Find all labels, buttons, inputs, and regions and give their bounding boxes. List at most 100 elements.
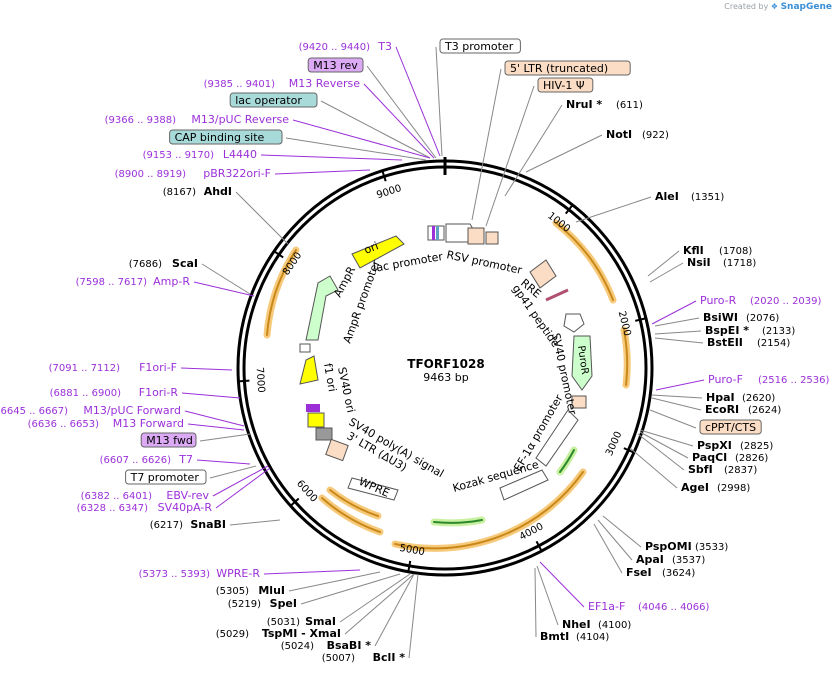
label-right-ef1a-f-name[interactable]: EF1a-F [588, 600, 625, 613]
label-left-scai-name[interactable]: ScaI [172, 257, 198, 270]
label-right-ecori-name[interactable]: EcoRI [705, 403, 739, 416]
label-right-pspxi-pos: (2825) [740, 441, 773, 452]
label-left-l4440-pos: (9153 .. 9170) [143, 150, 215, 161]
label-right-sbfi-name[interactable]: SbfI [688, 463, 713, 476]
plasmid-size: 9463 bp [423, 371, 468, 384]
cap-stack-top [436, 226, 439, 240]
label-left-bcli-name[interactable]: BclI * [373, 651, 406, 664]
label-right-5-ltr-truncated-box[interactable] [504, 60, 631, 76]
label-right-alei-pos: (1351) [691, 192, 724, 203]
label-right-alei-name[interactable]: AleI [655, 190, 679, 203]
label-left-tspmi-xmai-name[interactable]: TspMI - XmaI [262, 627, 341, 640]
label-right-cppt-cts[interactable]: cPPT/CTS [705, 421, 756, 434]
label-left-lac-operator[interactable]: lac operator [235, 94, 302, 107]
label-left-m13-forward-name[interactable]: M13 Forward [113, 417, 184, 430]
label-left-mlui-name[interactable]: MluI [258, 584, 285, 597]
label-left-m13-fwd-box[interactable] [140, 432, 197, 448]
label-right-puro-r-name[interactable]: Puro-R [700, 294, 737, 307]
label-left-cap-binding-site-leader [285, 137, 427, 161]
label-left-scai-pos: (7686) [129, 259, 162, 270]
label-right-nrui-name[interactable]: NruI * [566, 98, 602, 111]
label-right-nsii-pos: (1718) [723, 258, 756, 269]
label-right-puro-f-name[interactable]: Puro-F [708, 373, 743, 386]
tick-mark-7000 [238, 379, 250, 383]
label-left-t7-leader [196, 459, 251, 465]
label-right-nsii-name[interactable]: NsiI [687, 256, 711, 269]
cppt-feature [571, 395, 587, 409]
label-right-pspomi-leader [602, 515, 642, 548]
label-right-agei-name[interactable]: AgeI [681, 481, 709, 494]
f1-ori-feature [299, 355, 319, 385]
label-right-kfli-name[interactable]: KflI [683, 244, 704, 257]
ltr-5-feature [467, 227, 485, 245]
label-right-alei-leader [575, 196, 652, 223]
label-left-f1ori-r-leader [181, 392, 241, 399]
label-left-t3-name[interactable]: T3 [377, 40, 392, 53]
label-left-snabi-name[interactable]: SnaBI [190, 518, 226, 531]
label-left-bsabi-name[interactable]: BsaBI * [327, 639, 372, 652]
label-left-f1ori-f-name[interactable]: F1ori-F [139, 361, 177, 374]
label-right-nhei-name[interactable]: NheI [562, 618, 591, 631]
label-left-m13-puc-forward-name[interactable]: M13/pUC Forward [83, 404, 181, 417]
label-left-m13-fwd-leader [199, 433, 251, 442]
label-right-t3-promoter-box[interactable] [439, 38, 521, 54]
label-right-agei-leader [629, 447, 678, 489]
label-right-noti-name[interactable]: NotI [606, 128, 632, 141]
label-left-tspmi-xmai-leader [344, 573, 415, 635]
label-right-bsiwi-name[interactable]: BsiWI [703, 311, 738, 324]
label-right-bsteii-name[interactable]: BstEII [707, 336, 743, 349]
label-left-l4440-name[interactable]: L4440 [223, 148, 257, 161]
label-left-t3-leader [395, 46, 441, 157]
label-right-cppt-cts-box[interactable] [699, 419, 762, 435]
label-left-m13-puc-reverse-name[interactable]: M13/pUC Reverse [191, 113, 289, 126]
label-right-noti-leader [525, 134, 603, 173]
wpre-feature [347, 477, 399, 501]
label-left-t7-promoter-box[interactable] [125, 469, 207, 485]
label-left-lac-operator-box[interactable] [229, 92, 318, 108]
label-right-bsiwi-leader [654, 317, 700, 327]
label-right-ecori-leader [651, 397, 702, 411]
label-right-hpai-name[interactable]: HpaI [706, 391, 735, 404]
label-left-cap-binding-site-box[interactable] [169, 129, 283, 145]
label-right-hiv-1-box[interactable] [537, 77, 594, 93]
label-left-m13-rev[interactable]: M13 rev [313, 59, 358, 72]
label-right-bspei-name[interactable]: BspEI * [705, 324, 749, 337]
label-left-m13-rev-box[interactable] [307, 57, 364, 73]
label-right-t3-promoter[interactable]: T3 promoter [444, 40, 514, 53]
label-left-spei-name[interactable]: SpeI [270, 597, 297, 610]
label-left-ebv-rev-name[interactable]: EBV-rev [166, 489, 209, 502]
sv40-ori-feature [307, 412, 325, 428]
ef1a-feature [535, 409, 579, 467]
label-right-fsei-name[interactable]: FseI [626, 566, 652, 579]
label-left-f1ori-r-pos: (6881 .. 6900) [50, 388, 122, 399]
label-left-sv40pa-r-name[interactable]: SV40pA-R [158, 501, 213, 514]
label-left-ebv-rev-leader [212, 465, 269, 497]
label-left-amp-r-pos: (7598 .. 7617) [76, 277, 148, 288]
brand-watermark: Created by ❖ SnapGene [724, 2, 832, 12]
label-right-paqci-name[interactable]: PaqCI [692, 451, 727, 464]
label-left-wpre-r-name[interactable]: WPRE-R [216, 567, 260, 580]
label-left-smai-name[interactable]: SmaI [305, 615, 336, 628]
label-right-5-ltr-truncated[interactable]: 5' LTR (truncated) [510, 62, 608, 75]
label-left-m13-fwd[interactable]: M13 fwd [146, 434, 193, 447]
label-left-m13-reverse-name[interactable]: M13 Reverse [289, 77, 360, 90]
label-left-amp-r-name[interactable]: Amp-R [153, 275, 190, 288]
label-right-pspomi-name[interactable]: PspOMI [645, 540, 692, 553]
label-right-hiv-1[interactable]: HIV-1 Ψ [543, 79, 585, 92]
label-right-pspxi-name[interactable]: PspXI [697, 439, 732, 452]
label-left-t7-promoter[interactable]: T7 promoter [130, 471, 200, 484]
label-left-bsabi-leader [374, 573, 415, 647]
label-right-noti-pos: (922) [642, 130, 669, 141]
label-right-bmti-name[interactable]: BmtI [540, 630, 569, 643]
kozak-feature [499, 469, 549, 501]
label-left-cap-binding-site[interactable]: CAP binding site [175, 131, 265, 144]
label-left-f1ori-r-name[interactable]: F1ori-R [139, 386, 179, 399]
label-right-bspei-leader [654, 330, 702, 335]
label-left-pbr322ori-f-name[interactable]: pBR322ori-F [203, 167, 271, 180]
tick-mark-3000 [623, 447, 635, 454]
label-right-apai-name[interactable]: ApaI [636, 553, 664, 566]
label-left-t7-name[interactable]: T7 [178, 453, 193, 466]
label-left-ahdi-name[interactable]: AhdI [204, 185, 232, 198]
